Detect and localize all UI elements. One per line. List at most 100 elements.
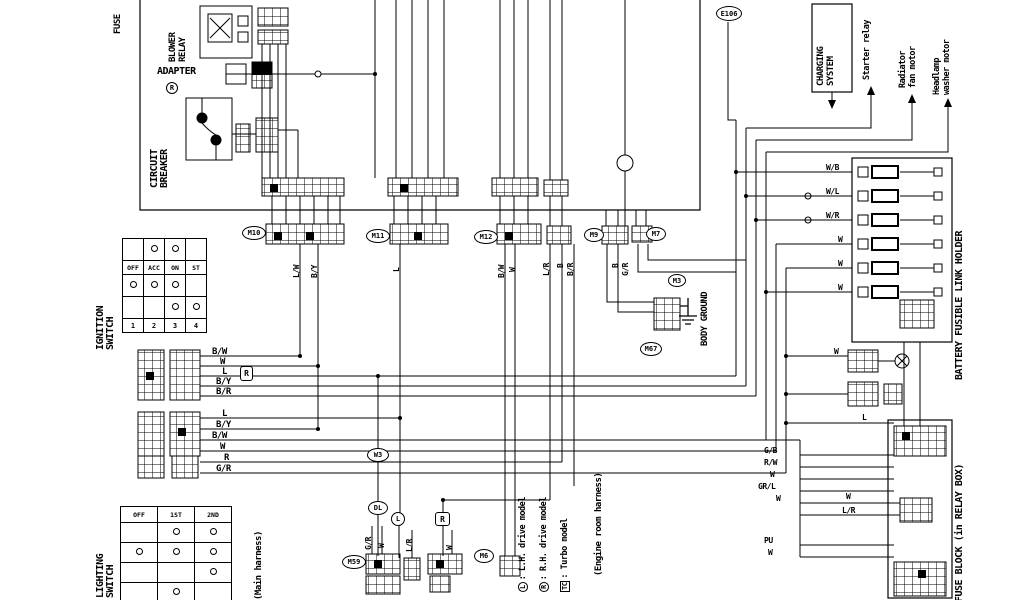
schematic-lines — [200, 0, 949, 558]
adapter-r-marker: R — [166, 82, 178, 94]
tc-symbol: TC — [560, 580, 570, 592]
wire-label: G/R — [216, 464, 231, 474]
wire-label: L — [222, 409, 227, 419]
ignition-terminal: 2 — [143, 318, 165, 333]
wire-label: L — [862, 413, 867, 422]
wire-label: L/R — [842, 506, 855, 515]
wire-label: PU — [764, 536, 773, 545]
headlamp-washer-motor-label: Headlamp washer motor — [932, 39, 952, 95]
connector-grids — [137, 7, 947, 597]
ignition-col: ON — [164, 260, 186, 275]
body-ground-label: BODY GROUND — [700, 291, 710, 346]
rh-drive-marker: R — [435, 512, 450, 526]
wire-label: W — [377, 543, 386, 548]
tc-text: : Turbo model — [560, 518, 570, 579]
wire-label: B/R — [566, 263, 575, 276]
ignition-switch-table: OFF ACC ON ST 1 2 3 4 — [122, 238, 207, 333]
connector-m6: M6 — [474, 549, 494, 563]
lh-symbol: L — [518, 582, 528, 592]
wire-label: B/W — [497, 265, 506, 278]
lighting-col: OFF — [120, 506, 158, 523]
legend-rh-drive: R: R.H. drive model — [539, 457, 549, 592]
ignition-switch-label: IGNITION SWITCH — [95, 305, 116, 350]
wire-label: W — [445, 545, 454, 550]
wire-label: B — [611, 263, 620, 268]
rh-symbol: R — [539, 582, 549, 592]
connector-m59: M59 — [342, 555, 366, 569]
wire-label: W/R — [826, 211, 839, 220]
wire-label: B — [556, 263, 565, 268]
wire-label: L/W — [292, 265, 301, 278]
lh-drive-marker: L — [391, 512, 405, 526]
connector-e106: E106 — [716, 6, 742, 21]
wire-label: L/R — [542, 263, 551, 276]
engine-room-harness-label: (Engine room harness) — [594, 472, 604, 576]
junction-dots — [298, 72, 788, 502]
starter-relay-label: Starter relay — [862, 19, 872, 80]
blower-relay-label: BLOWER RELAY — [168, 32, 188, 62]
connector-m11: M11 — [366, 229, 390, 243]
wire-label: B/Y — [216, 420, 231, 430]
wire-label: B/Y — [310, 265, 319, 278]
wire-label: G/R — [364, 537, 373, 550]
wire-label: W/L — [826, 187, 839, 196]
fusible-links — [857, 165, 943, 299]
connector-m3: M3 — [668, 274, 686, 287]
wire-label: B/R — [216, 387, 231, 397]
connector-m10: M10 — [242, 226, 266, 240]
wire-label: W — [220, 357, 225, 367]
wire-label: G/R — [621, 263, 630, 276]
legend-lh-drive: L: L.H. drive model — [518, 457, 528, 592]
wire-label: L — [222, 367, 227, 377]
ignition-col: ST — [185, 260, 207, 275]
lh-text: : L.H. drive model — [518, 497, 528, 581]
wire-label: W — [770, 470, 775, 479]
connector-dl: DL — [368, 501, 388, 515]
wire-label: B/Y — [216, 377, 231, 387]
wire-label: R — [224, 453, 229, 463]
connector-w3: W3 — [367, 448, 389, 462]
wire-label: G/B — [764, 446, 777, 455]
lighting-switch-table: OFF 1ST 2ND — [120, 506, 232, 600]
wire-label: GR/L — [758, 482, 776, 491]
main-harness-label: (Main harness) — [254, 531, 264, 600]
wire-label: W — [834, 347, 839, 356]
wire-label: W — [508, 267, 517, 272]
wire-label: W/B — [826, 163, 839, 172]
ignition-terminal: 4 — [185, 318, 207, 333]
wire-label: B/W — [212, 347, 227, 357]
ignition-col: OFF — [122, 260, 144, 275]
wire-label: W — [220, 442, 225, 452]
wire-label: W — [776, 494, 781, 503]
radiator-fan-motor-label: Radiator fan motor — [898, 46, 918, 88]
harness-r-marker: R — [240, 366, 253, 381]
wire-label: W — [768, 548, 773, 557]
arrow-heads — [828, 86, 952, 109]
ignition-terminal: 1 — [122, 318, 144, 333]
wire-label: R/W — [764, 458, 777, 467]
wire-label: W — [838, 235, 843, 244]
connector-m9: M9 — [584, 228, 604, 242]
wire-label: W — [838, 259, 843, 268]
charging-system-label: CHARGING SYSTEM — [816, 46, 836, 86]
lighting-col: 2ND — [194, 506, 232, 523]
wire-label: B/W — [212, 431, 227, 441]
connector-m7: M7 — [646, 227, 666, 241]
wire-label: W — [838, 283, 843, 292]
ignition-terminal: 3 — [164, 318, 186, 333]
connector-m12: M12 — [474, 230, 498, 244]
lighting-col: 1ST — [157, 506, 195, 523]
connector-m67: M67 — [640, 342, 662, 356]
fuse-block-label: FUSE BLOCK (in RELAY BOX) — [954, 463, 965, 600]
connector-filled-cells — [146, 62, 926, 578]
lighting-switch-label: LIGHTING SWITCH — [95, 553, 116, 598]
battery-fusible-link-holder-label: BATTERY FUSIBLE LINK HOLDER — [954, 230, 965, 380]
rh-text: : R.H. drive model — [539, 497, 549, 581]
wire-label: W — [846, 492, 851, 501]
wire-label: L — [392, 267, 401, 272]
legend-turbo: TC: Turbo model — [560, 457, 570, 592]
fuse-label: FUSE — [113, 14, 123, 34]
ignition-col: ACC — [143, 260, 165, 275]
